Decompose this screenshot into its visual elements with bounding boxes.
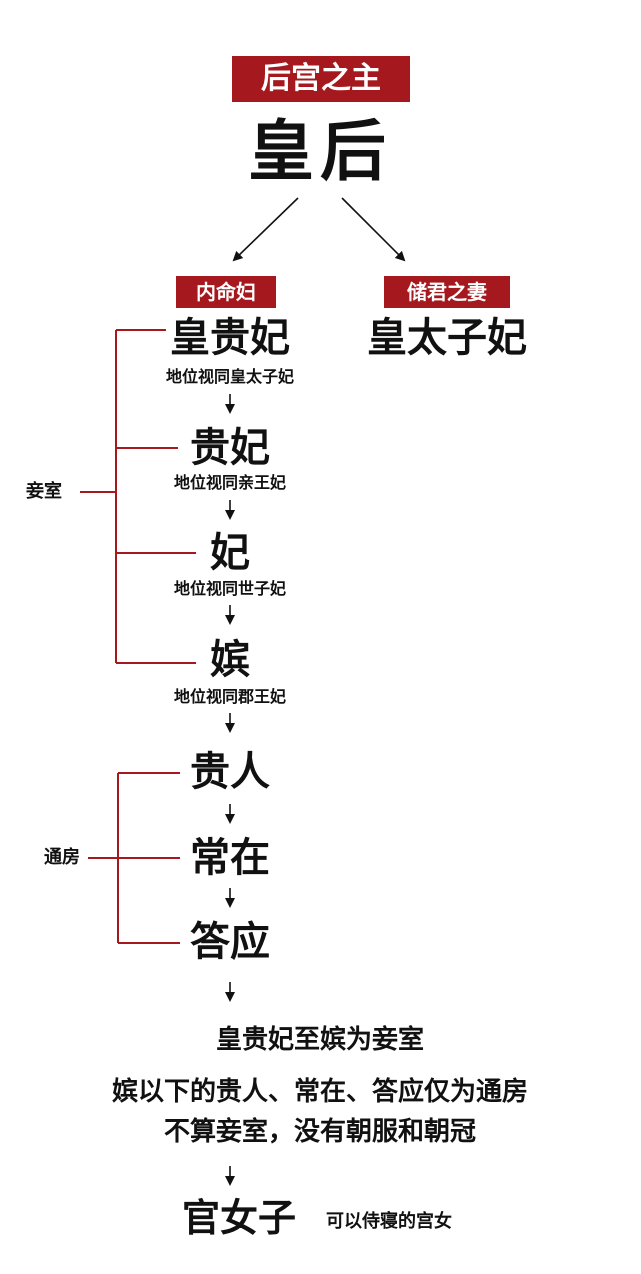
rank-guiren: 贵人 [190,749,270,795]
chujun-banner: 储君之妻 [384,276,510,308]
rank-daying: 答应 [190,919,270,965]
rank-fei: 妃 [210,530,250,576]
neiminfu-banner: 内命妇 [176,276,276,308]
empress-title: 皇后 [248,113,392,190]
rank-changzai: 常在 [190,835,270,881]
top-banner: 后宫之主 [232,56,410,102]
note-guifei: 地位视同亲王妃 [173,473,286,492]
rank-pin: 嫔 [210,637,250,683]
qieshi-bracket [80,329,196,664]
rank-huangguifei: 皇贵妃 [170,315,290,361]
guannvzi-note: 可以侍寝的宫女 [326,1211,452,1232]
crown-princess-title: 皇太子妃 [367,315,527,361]
tongfang-label: 通房 [44,847,80,868]
note-huangguifei: 地位视同皇太子妃 [165,367,294,386]
qieshi-label: 妾室 [26,481,62,502]
summary-line-2: 嫔以下的贵人、常在、答应仅为通房 [111,1077,528,1107]
summary-line-1: 皇贵妃至嫔为妾室 [215,1025,424,1055]
note-fei: 地位视同世子妃 [173,579,286,598]
summary-line-3: 不算妾室，没有朝服和朝冠 [163,1117,476,1147]
guannvzi-title: 官女子 [182,1196,297,1240]
arrow-to-chujun [341,197,406,262]
rank-guifei: 贵妃 [190,425,270,471]
arrow-to-neiminfu [232,197,299,262]
note-pin: 地位视同郡王妃 [173,687,286,706]
tongfang-bracket [88,772,180,944]
